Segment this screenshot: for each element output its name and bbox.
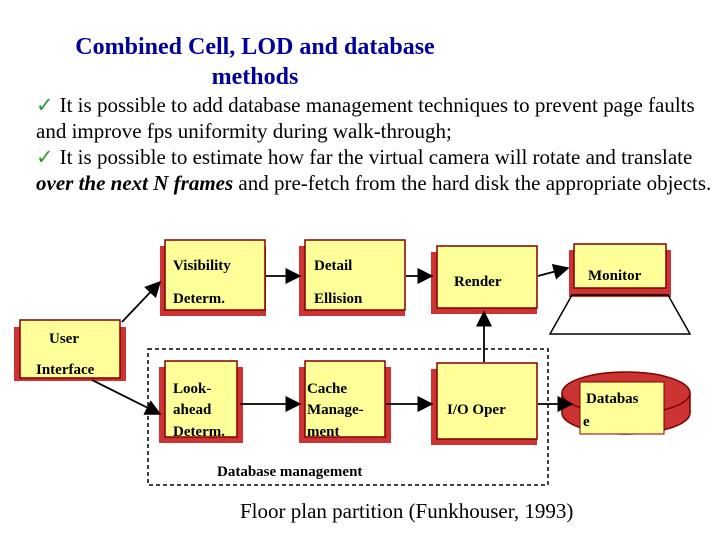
visibility-label: Visibility [173,258,231,274]
database-cylinder [561,371,691,435]
database-label-2: e [583,414,590,430]
determ-label: Determ. [173,291,226,307]
render-box [436,245,538,309]
user-label: User [49,331,79,347]
ellision-label: Ellision [314,291,363,307]
visibility-box [164,239,266,311]
monitor-screen [573,243,667,289]
bullet-2-emphasis: over the next N frames [36,171,234,195]
arrow-ui-to-visibility [121,280,162,323]
detail-box [304,239,406,311]
checkmark-icon: ✓ [36,93,54,117]
bullet-list: ✓It is possible to add database manageme… [36,92,712,196]
arrow-render-to-monitor [537,263,570,280]
cache-box [304,360,386,438]
slide-title-line2: methods [211,64,299,90]
bullet-2-text-a: It is possible to estimate how far the v… [59,145,693,169]
lookahead-label-1: Look- [173,381,212,397]
interface-label: Interface [36,362,95,378]
cache-label-2: Manage- [307,402,364,418]
slide-title-line1: Combined Cell, LOD and database [75,34,435,60]
lookahead-label-2: ahead [173,402,212,418]
figure-caption: Floor plan partition (Funkhouser, 1993) [240,499,574,523]
detail-label: Detail [314,258,353,274]
bullet-item-2: ✓It is possible to estimate how far the … [36,144,712,196]
monitor-label: Monitor [588,268,642,284]
cache-label-3: ment [307,424,340,440]
lookahead-label-3: Determ. [173,424,226,440]
monitor-base [548,294,692,335]
user-interface-box [19,319,121,379]
bullet-item-1: ✓It is possible to add database manageme… [36,92,712,144]
arrow-ui-to-lookahead [91,379,162,415]
database-management-label: Database management [217,464,363,480]
cache-label-1: Cache [307,381,347,397]
io-oper-label: I/O Oper [447,402,506,418]
database-label-1: Databas [586,391,639,407]
lookahead-box [164,360,238,438]
bullet-1-text: It is possible to add database managemen… [36,93,695,143]
render-label: Render [454,274,502,290]
checkmark-icon: ✓ [36,145,54,169]
bullet-2-text-b: and pre-fetch from the hard disk the app… [233,171,712,195]
database-management-region [147,348,549,486]
io-box [436,362,538,440]
slide-title: Combined Cell, LOD and database methods [30,32,480,92]
